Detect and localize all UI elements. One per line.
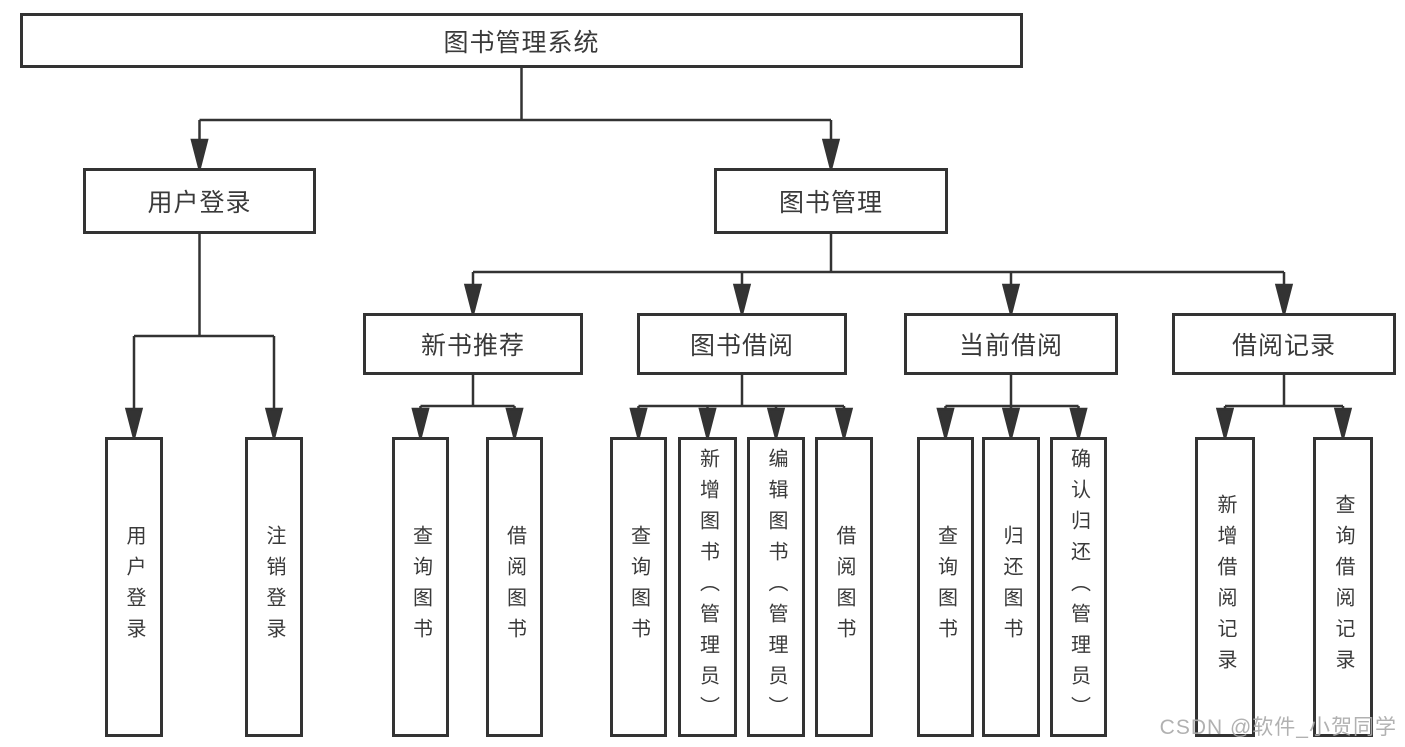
node-leaf-query-book-2: 查询图书	[610, 437, 667, 737]
node-leaf-add-book: 新增图书（管理员）	[678, 437, 737, 737]
node-label: 新增图书（管理员）	[696, 447, 719, 727]
node-leaf-borrow-book-2: 借阅图书	[815, 437, 873, 737]
node-label: 借阅图书	[503, 525, 526, 649]
watermark: CSDN @软件_小贺同学	[1159, 716, 1397, 739]
node-label: 归还图书	[1000, 525, 1022, 649]
node-leaf-query-book-1: 查询图书	[392, 437, 449, 737]
node-borrow-records: 借阅记录	[1172, 313, 1396, 375]
node-label: 图书管理	[778, 189, 883, 217]
node-label: 图书管理系统	[443, 28, 600, 57]
node-label: 注销登录	[263, 525, 285, 649]
node-leaf-add-record: 新增借阅记录	[1195, 437, 1255, 737]
node-label: 新增借阅记录	[1214, 494, 1236, 680]
node-current-borrow: 当前借阅	[904, 313, 1118, 375]
node-new-book-recommend: 新书推荐	[363, 313, 583, 375]
node-label: 用户登录	[147, 189, 252, 217]
node-leaf-user-login: 用户登录	[105, 437, 163, 737]
node-label: 当前借阅	[958, 332, 1063, 360]
node-leaf-confirm-return: 确认归还（管理员）	[1050, 437, 1107, 737]
node-label: 查询图书	[409, 525, 432, 649]
node-leaf-logout: 注销登录	[245, 437, 303, 737]
node-label: 查询图书	[627, 525, 650, 649]
node-leaf-edit-book: 编辑图书（管理员）	[747, 437, 805, 737]
node-label: 用户登录	[123, 525, 145, 649]
node-label: 编辑图书（管理员）	[765, 447, 787, 727]
node-label: 借阅记录	[1231, 332, 1336, 360]
node-label: 确认归还（管理员）	[1067, 447, 1090, 727]
node-label: 查询图书	[934, 525, 957, 649]
node-book-borrow: 图书借阅	[637, 313, 847, 375]
node-leaf-return-book: 归还图书	[982, 437, 1040, 737]
node-label: 新书推荐	[420, 332, 525, 360]
node-leaf-query-record: 查询借阅记录	[1313, 437, 1373, 737]
node-label: 借阅图书	[833, 525, 855, 649]
node-leaf-borrow-book-1: 借阅图书	[486, 437, 543, 737]
node-label: 查询借阅记录	[1332, 494, 1354, 680]
node-leaf-query-book-3: 查询图书	[917, 437, 974, 737]
node-label: 图书借阅	[689, 332, 794, 360]
node-root: 图书管理系统	[20, 13, 1023, 68]
node-book-management: 图书管理	[714, 168, 948, 234]
node-user-login-group: 用户登录	[83, 168, 316, 234]
